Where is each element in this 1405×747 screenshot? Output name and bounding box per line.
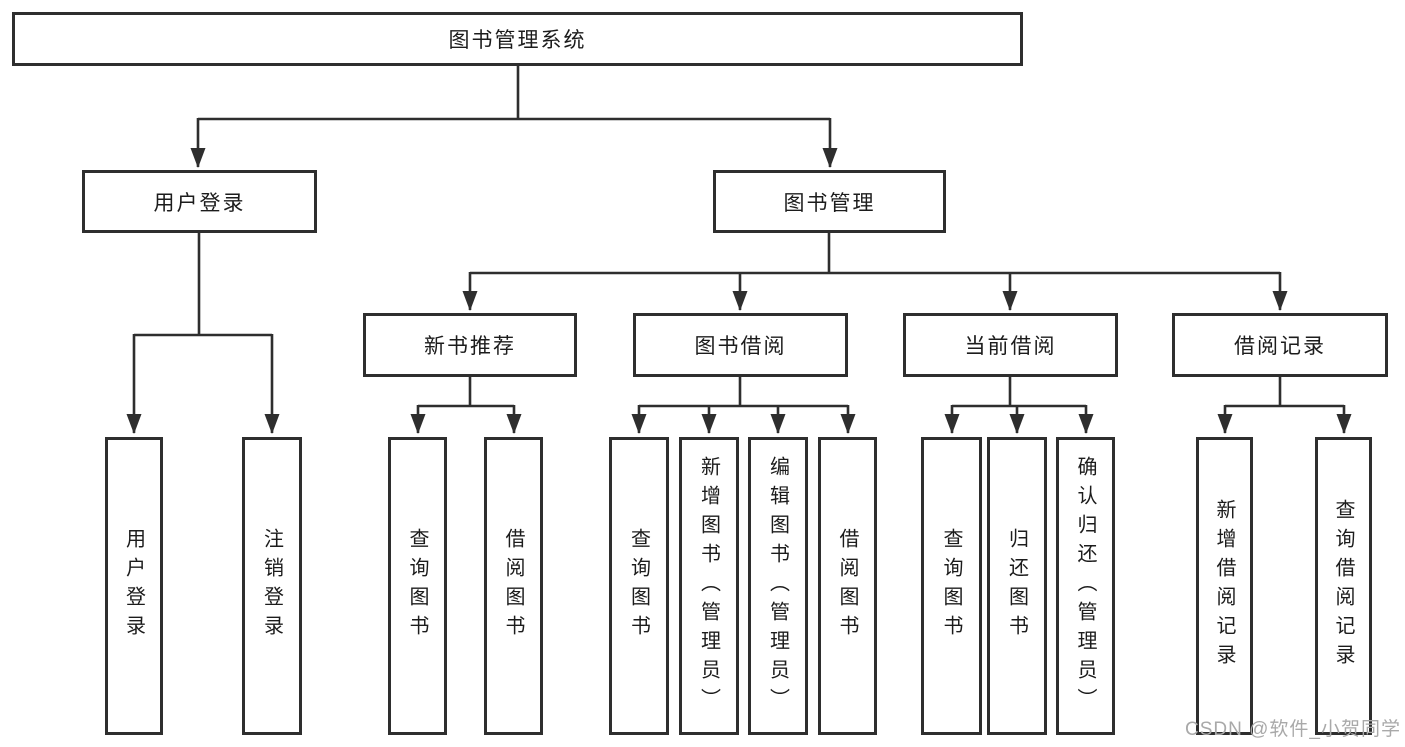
leaf-logout: 注销登录 — [242, 437, 302, 735]
leaf-return-books: 归还图书 — [987, 437, 1047, 735]
leaf-recommend-borrow-books: 借阅图书 — [484, 437, 543, 735]
node-current-borrowing: 当前借阅 — [903, 313, 1118, 377]
leaf-current-query-books: 查询图书 — [921, 437, 982, 735]
watermark: CSDN @软件_小贺同学 — [1185, 719, 1401, 740]
node-borrowing-records: 借阅记录 — [1172, 313, 1388, 377]
leaf-borrowing-query-books: 查询图书 — [609, 437, 669, 735]
node-book-management: 图书管理 — [713, 170, 946, 233]
leaf-confirm-return-admin: 确认归还（管理员） — [1056, 437, 1115, 735]
node-user-login: 用户登录 — [82, 170, 317, 233]
leaf-borrow-books: 借阅图书 — [818, 437, 877, 735]
leaf-edit-books-admin: 编辑图书（管理员） — [748, 437, 808, 735]
node-root-library-management-system: 图书管理系统 — [12, 12, 1023, 66]
leaf-user-login: 用户登录 — [105, 437, 163, 735]
node-book-borrowing: 图书借阅 — [633, 313, 848, 377]
leaf-add-books-admin: 新增图书（管理员） — [679, 437, 739, 735]
leaf-recommend-query-books: 查询图书 — [388, 437, 447, 735]
leaf-add-borrow-record: 新增借阅记录 — [1196, 437, 1253, 735]
leaf-query-borrow-record: 查询借阅记录 — [1315, 437, 1372, 735]
node-new-book-recommendation: 新书推荐 — [363, 313, 577, 377]
